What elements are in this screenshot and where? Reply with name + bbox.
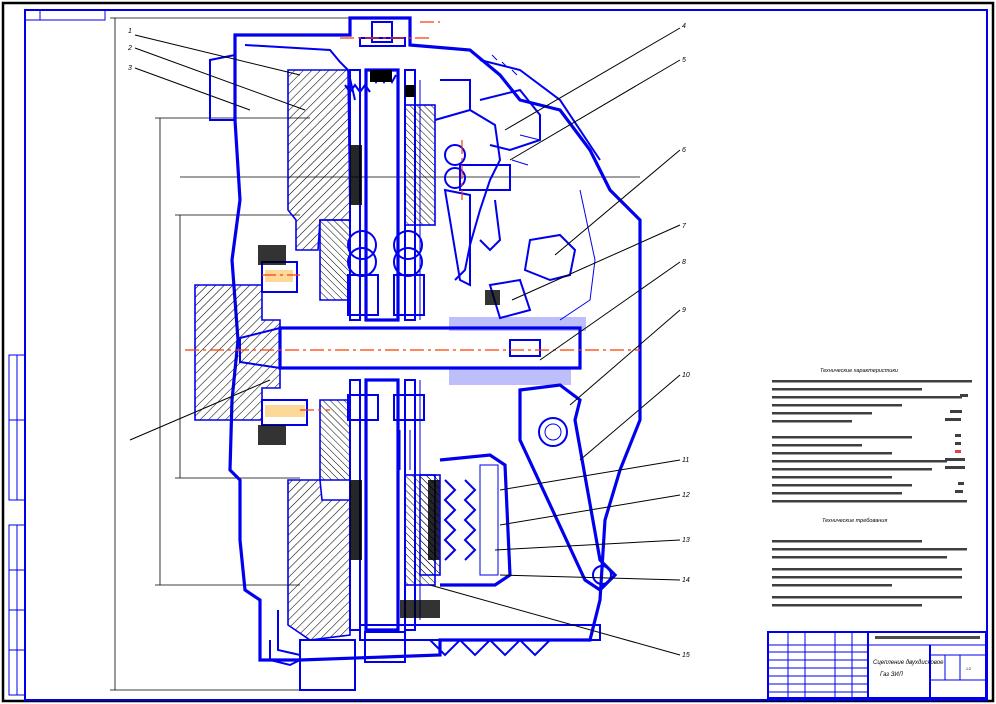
specs-title: Технические характеристики: [820, 368, 898, 374]
flywheel: [287, 69, 351, 641]
release-fork: [485, 233, 618, 593]
callout-9: 9: [682, 307, 686, 314]
crankshaft-flange: [194, 261, 308, 426]
clutch-cover-right: [479, 54, 601, 321]
callout-14: 14: [682, 577, 690, 584]
callout-15: 15: [682, 652, 690, 659]
callout-11: 11: [682, 457, 689, 464]
center-axes: [185, 21, 640, 411]
title-name-line1: Сцепление двухдисковое: [873, 660, 944, 666]
ring-gear: [299, 600, 601, 691]
callout-7: 7: [682, 223, 687, 230]
release-levers: [434, 79, 541, 287]
callout-5: 5: [682, 57, 686, 64]
callout-8: 8: [682, 259, 686, 266]
top-stamp: [24, 9, 106, 21]
specifications-block: Технические характеристики Технические т…: [772, 368, 972, 607]
callout-1: 1: [128, 28, 132, 35]
title-block: Сцепление двухдисковое Газ ЗИЛ 1:2: [767, 631, 987, 699]
lower-spring-cylinder: [419, 453, 512, 587]
title-name-line2: Газ ЗИЛ: [880, 672, 904, 678]
callout-6: 6: [682, 147, 686, 154]
callout-2: 2: [127, 45, 132, 52]
input-shaft: [239, 317, 586, 385]
callout-12: 12: [682, 492, 690, 499]
callout-labels: 1 2 3 4 5 6 7 8 9 10 11 12 13 14 15: [127, 23, 690, 659]
pressure-springs-top: [344, 70, 415, 97]
requirements-title: Технические требования: [822, 518, 887, 524]
disc-hubs: [347, 230, 425, 470]
dimension-lines: [110, 17, 640, 691]
leader-lines: [129, 27, 681, 656]
callout-13: 13: [682, 537, 690, 544]
title-scale: 1:2: [966, 667, 971, 671]
callout-3: 3: [128, 65, 132, 72]
cover-bolts: [258, 21, 430, 445]
callout-10: 10: [682, 372, 690, 379]
callout-4: 4: [682, 23, 686, 30]
